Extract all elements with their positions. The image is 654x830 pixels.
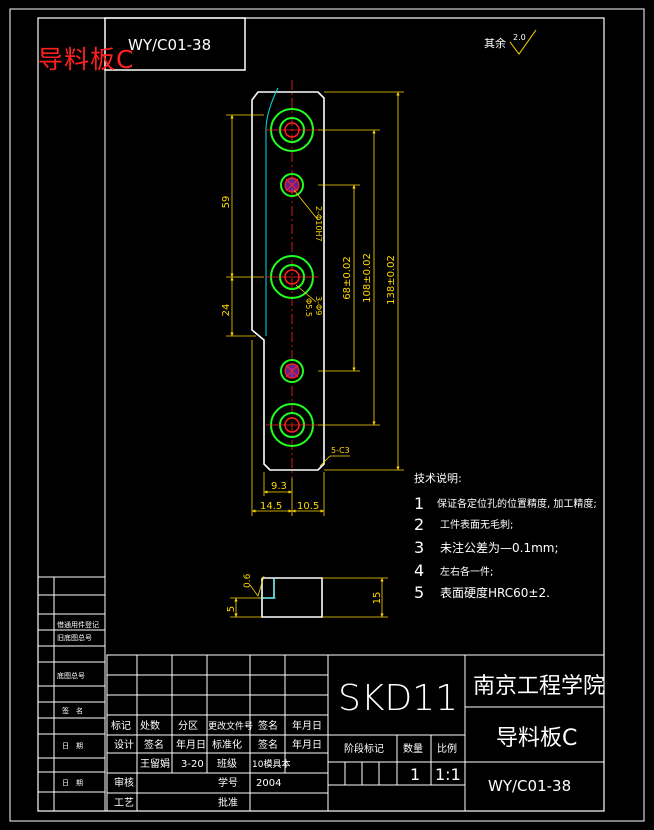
- code-tab-box: [104, 17, 246, 71]
- dimensions: [226, 91, 404, 516]
- hdr-mark: 标记: [111, 720, 131, 732]
- part-outline: [251, 91, 325, 471]
- side-dim-5: 5: [226, 606, 237, 612]
- drawing-number: WY/C01-38: [488, 777, 571, 795]
- dim-9-3: 9.3: [271, 481, 287, 492]
- tech-note-3-num: 3: [414, 538, 424, 557]
- tech-note-4-text: 左右各一件;: [440, 565, 493, 578]
- tech-note-5-text: 表面硬度HRC60±2.: [440, 585, 550, 600]
- roughness-symbol: [509, 29, 537, 55]
- scale-value: 1:1: [435, 765, 461, 784]
- approve-label: 批准: [218, 796, 238, 809]
- hdr-zone: 分区: [178, 720, 198, 732]
- overlay-title: 导料板C: [38, 45, 135, 74]
- callout-hole-mid2: Φ5.5: [304, 298, 313, 317]
- hdr-date: 年月日: [292, 719, 322, 732]
- school-name: 南京工程学院: [473, 674, 605, 699]
- hole-bottom: [266, 403, 318, 447]
- tech-note-5-num: 5: [414, 583, 424, 602]
- hole-top: [266, 108, 318, 152]
- strip-label-6: 日 期: [62, 779, 83, 787]
- tech-note-4-num: 4: [414, 561, 424, 580]
- tech-note-2-num: 2: [414, 515, 424, 534]
- tech-note-2-text: 工件表面无毛刺;: [440, 518, 513, 531]
- chamfer-label: 5-C3: [331, 446, 350, 455]
- standard-label: 标准化: [212, 738, 242, 751]
- strip-label-4: 签 名: [62, 706, 83, 715]
- class-label: 班级: [217, 758, 237, 770]
- dim-24: 24: [221, 304, 232, 317]
- process-label: 工艺: [114, 797, 134, 809]
- review-label: 审核: [114, 776, 134, 789]
- hdr-change: 更改文件号: [208, 720, 253, 732]
- strip-label-2: 旧底图总号: [57, 633, 92, 642]
- material-label: SKD11: [338, 678, 458, 719]
- class-value: 10模具本: [252, 758, 290, 770]
- dim-138: 138±0.02: [386, 255, 397, 305]
- left-strip: [37, 576, 106, 812]
- qty-label: 数量: [403, 742, 423, 755]
- qty-value: 1: [410, 765, 420, 784]
- standard-sign-label: 签名: [258, 738, 278, 751]
- part-side-view: [230, 575, 388, 618]
- callout-hole-mid: 3-Φ9: [314, 296, 323, 315]
- part-front-view: 2-Φ10H7 3-Φ9 Φ5.5 5-C3: [251, 80, 350, 478]
- design-date: 3-20: [181, 759, 204, 770]
- stage-label: 阶段标记: [344, 742, 384, 755]
- side-dim-15: 15: [372, 592, 383, 605]
- hole-middle: [266, 255, 318, 299]
- roughness-label: 其余: [484, 36, 506, 50]
- pin-hole-lower: [280, 359, 304, 383]
- part-name: 导料板C: [496, 726, 577, 751]
- designer-name: 王留娟: [140, 757, 170, 770]
- tech-note-1-text: 保证各定位孔的位置精度, 加工精度;: [437, 497, 597, 510]
- standard-date-label: 年月日: [292, 738, 322, 751]
- tech-note-1-num: 1: [414, 494, 424, 513]
- hdr-sign: 签名: [258, 719, 278, 732]
- code-tab-text: WY/C01-38: [128, 36, 211, 54]
- design-date-label: 年月日: [176, 738, 206, 751]
- hdr-count: 处数: [140, 719, 160, 732]
- pin-hole-upper: [280, 173, 304, 197]
- title-block-grid: [106, 654, 605, 812]
- dim-68: 68±0.02: [342, 256, 353, 299]
- design-sign-label: 签名: [144, 738, 164, 751]
- design-label: 设计: [114, 738, 134, 751]
- tech-notes-title: 技术说明:: [414, 471, 462, 485]
- outer-frame: [9, 8, 645, 822]
- roughness-value: 2.0: [513, 33, 526, 42]
- strip-label-1: 借通用件登记: [57, 620, 99, 629]
- dim-10-5: 10.5: [297, 501, 319, 512]
- strip-label-5: 日 期: [62, 742, 83, 750]
- strip-label-3: 底图总号: [57, 671, 85, 680]
- callout-hole-top: 2-Φ10H7: [314, 206, 323, 242]
- dim-108: 108±0.02: [362, 253, 373, 303]
- student-value: 2004: [256, 778, 281, 789]
- scale-label: 比例: [437, 742, 457, 755]
- student-label: 学号: [218, 776, 238, 789]
- tech-note-3-text: 未注公差为—0.1mm;: [440, 540, 559, 555]
- dim-14-5: 14.5: [260, 501, 282, 512]
- dim-59: 59: [221, 196, 232, 209]
- tech-notes: 技术说明: 1 保证各定位孔的位置精度, 加工精度; 2 工件表面无毛刺; 3 …: [414, 471, 597, 602]
- side-roughness: 0.6: [243, 573, 253, 588]
